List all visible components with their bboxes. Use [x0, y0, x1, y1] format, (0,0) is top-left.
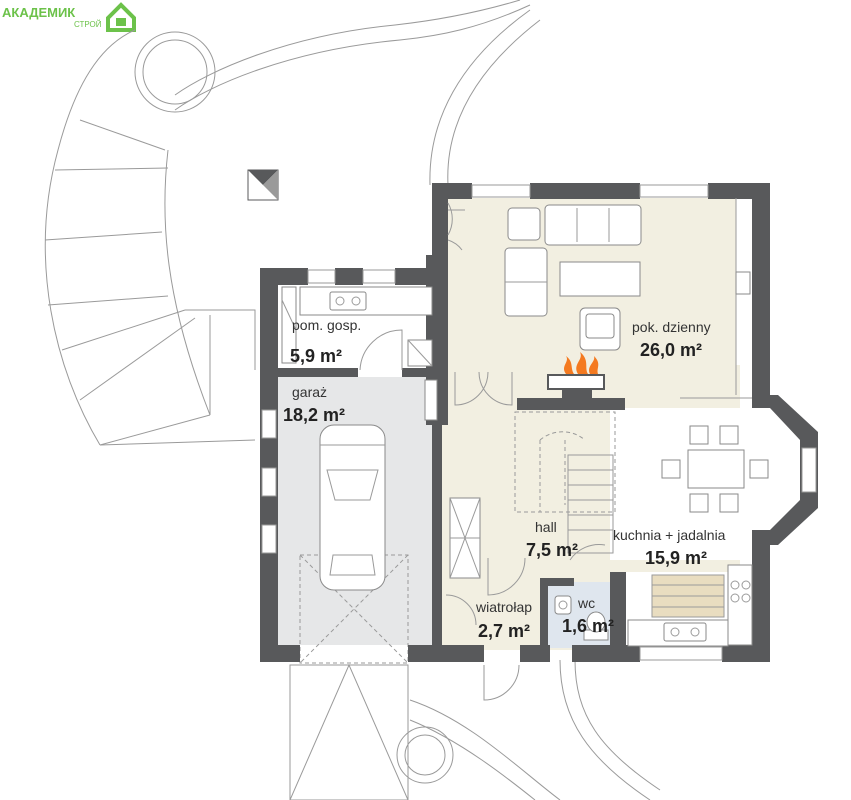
room-name-hall: hall [535, 519, 557, 535]
room-name-wiatrolap: wiatrołap [475, 599, 532, 615]
sink-icon [329, 291, 367, 311]
driveway [289, 663, 409, 800]
room-name-wc: wc [577, 595, 595, 611]
utility-fixtures [281, 286, 438, 421]
wc-fixtures [554, 595, 609, 641]
house-logo-icon [106, 2, 136, 32]
room-name-pok-dzienny: pok. dzienny [632, 319, 711, 335]
company-logo: АКАДЕМИК СТРОЙ [2, 2, 136, 32]
sofa-side-icon [504, 247, 548, 317]
room-area-hall: 7,5 m² [526, 540, 578, 560]
dining-table-icon [661, 425, 769, 513]
sofa-icon [507, 204, 642, 246]
toilet-icon [583, 611, 609, 641]
chimney-icon [247, 169, 279, 201]
armchair-icon [579, 307, 621, 351]
room-area-garaz: 18,2 m² [283, 405, 345, 425]
room-name-garaz: garaż [292, 384, 327, 400]
room-name-pom-gosp: pom. gosp. [292, 317, 361, 333]
room-area-wc: 1,6 m² [562, 616, 614, 636]
wardrobe [449, 497, 481, 579]
car-icon [319, 424, 386, 591]
stove-icon [730, 580, 751, 603]
logo-sub: СТРОЙ [74, 20, 102, 29]
wc-sink-icon [554, 595, 572, 615]
room-area-wiatrolap: 2,7 m² [478, 621, 530, 641]
room-area-kuchnia: 15,9 m² [645, 548, 707, 568]
fireplace-icon [547, 352, 605, 399]
staircase [514, 411, 725, 618]
room-labels: pom. gosp. 5,9 m² garaż 18,2 m² pok. dzi… [283, 317, 726, 641]
coffee-table [559, 261, 641, 297]
kitchen-fixtures [627, 564, 753, 647]
terrace-upper [44, 0, 541, 446]
garage-door-opening [299, 554, 409, 664]
room-name-kuchnia: kuchnia + jadalnia [613, 527, 726, 543]
windows [261, 184, 817, 661]
entrance-steps [396, 659, 661, 800]
room-area-pok-dzienny: 26,0 m² [640, 340, 702, 360]
room-area-pom-gosp: 5,9 m² [290, 346, 342, 366]
doors [359, 202, 606, 626]
logo-name: АКАДЕМИК [2, 5, 75, 20]
tv-stand [735, 271, 751, 295]
kitchen-sink-icon [663, 622, 707, 642]
